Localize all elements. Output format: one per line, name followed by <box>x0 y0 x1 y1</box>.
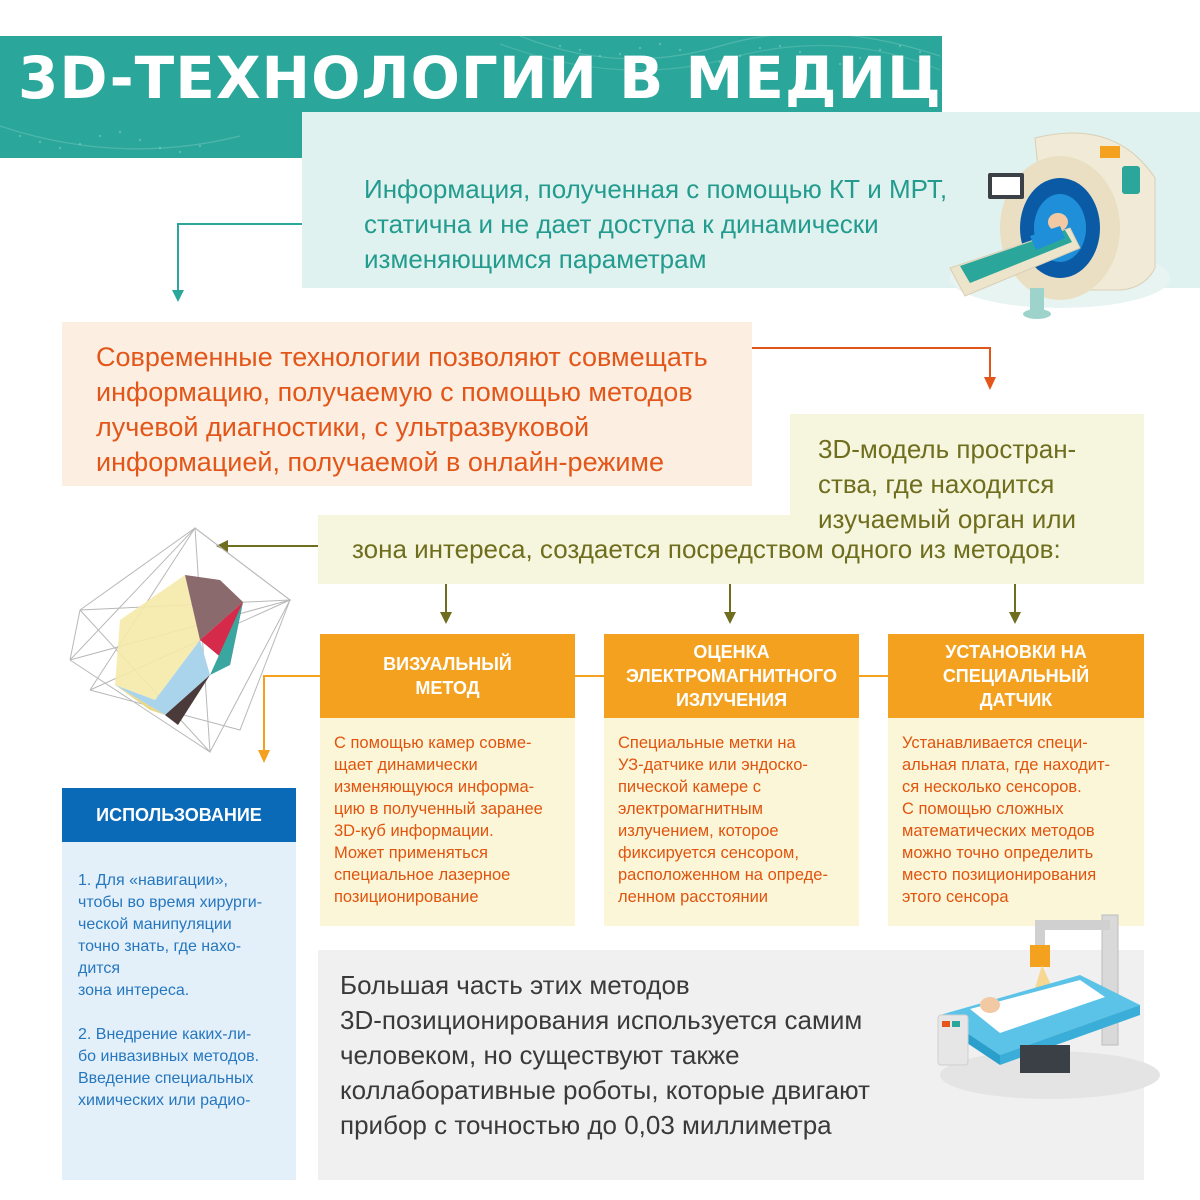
summary-text: Большая часть этих методов 3D-позиционир… <box>340 970 870 1140</box>
model-text-bottom: зона интереса, создается посредством одн… <box>352 534 1061 564</box>
usage-header: ИСПОЛЬЗОВАНИЕ <box>62 788 296 842</box>
method-visual-body: С помощью камер совме- щает динамически … <box>320 718 575 926</box>
intro-text: Информация, полученная с помощью КТ и МР… <box>364 174 948 274</box>
usage-item-2: 2. Внедрение каких-ли- бо инвазивных мет… <box>78 1026 260 1109</box>
surgical-robot-illustration <box>937 914 1160 1099</box>
model-text-top: 3D-модель простран- ства, где находится … <box>818 434 1077 534</box>
usage-item-1: 1. Для «навигации», чтобы во время хирур… <box>78 872 263 999</box>
mri-scanner-illustration <box>949 132 1170 319</box>
method-electromagnetic-body: Специальные метки на УЗ-датчике или эндо… <box>604 718 859 926</box>
page-title: 3D-ТЕХНОЛОГИИ В МЕДИЦИНЕ <box>18 44 1082 112</box>
method-visual-header: ВИЗУАЛЬНЫЙ МЕТОД <box>320 634 575 718</box>
method-electromagnetic-header: ОЦЕНКА ЭЛЕКТРОМАГНИТНОГО ИЗЛУЧЕНИЯ <box>604 634 859 718</box>
combine-panel <box>62 322 752 486</box>
polyhedron-illustration <box>69 526 292 753</box>
combine-text: Современные технологии позволяют совмеща… <box>96 342 708 477</box>
wave-dots-decoration <box>0 36 941 154</box>
model-panel-bottom <box>318 515 1144 584</box>
method-sensor-body: Устанавливается специ- альная плата, где… <box>888 718 1144 926</box>
usage-body: 1. Для «навигации», чтобы во время хирур… <box>62 842 296 1180</box>
method-sensor-header: УСТАНОВКИ НА СПЕЦИАЛЬНЫЙ ДАТЧИК <box>888 634 1144 718</box>
